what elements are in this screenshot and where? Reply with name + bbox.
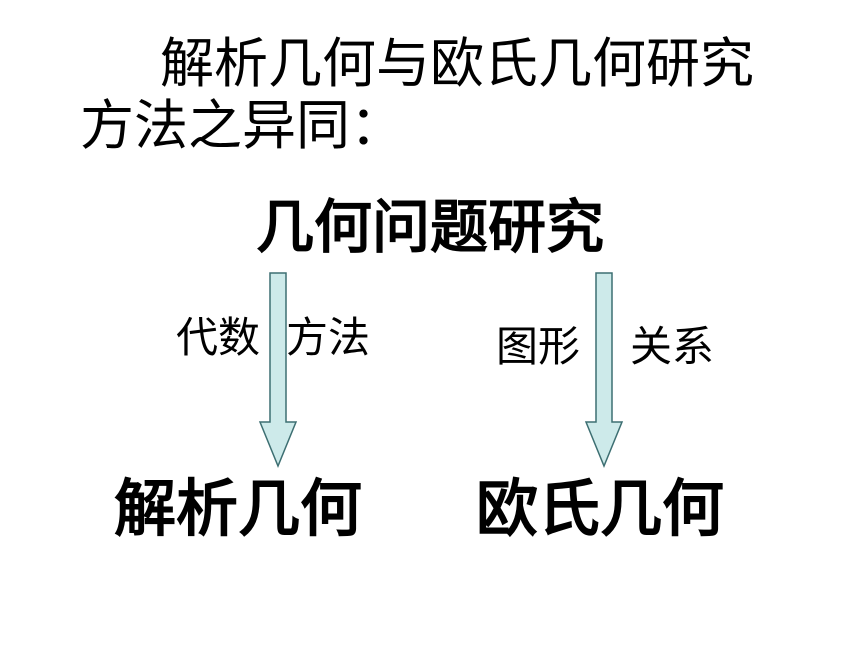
- down-arrow-left-shape: [258, 272, 298, 468]
- right-branch-label-part2: 关系: [630, 322, 715, 371]
- left-branch-result: 解析几何: [114, 472, 363, 545]
- down-arrow-left-icon: [258, 272, 298, 468]
- diagram-top-node: 几何问题研究: [255, 193, 604, 261]
- left-branch-label-part2: 方法: [286, 313, 371, 362]
- right-branch-label-part1: 图形: [496, 322, 581, 371]
- down-arrow-right-icon: [584, 272, 624, 468]
- down-arrow-right-shape: [584, 272, 624, 468]
- slide-title-line-2: 方法之异同：: [80, 94, 404, 157]
- right-branch-result: 欧氏几何: [476, 472, 725, 545]
- slide-title-line-1: 解析几何与欧氏几何研究: [160, 32, 754, 95]
- left-branch-label-part1: 代数: [176, 313, 261, 362]
